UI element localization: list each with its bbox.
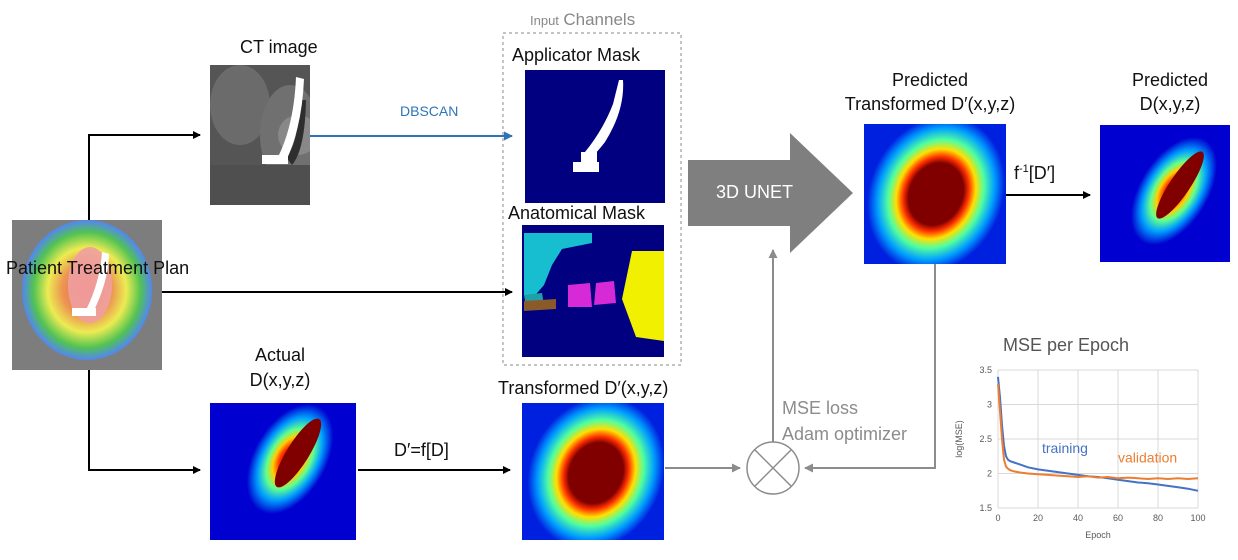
chart-title: MSE per Epoch	[1003, 335, 1130, 355]
applicator-mask-drawing	[573, 80, 624, 172]
anatomical-mask	[522, 225, 664, 357]
y-tick-label: 3	[987, 400, 992, 410]
ct-image-drawing	[210, 65, 310, 205]
series-line-training	[997, 376, 1199, 492]
inverse-arg: [D′]	[1028, 163, 1056, 183]
transformed-label: Transformed D′(x,y,z)	[498, 378, 669, 398]
prediction-to-loss-arrow	[804, 264, 936, 473]
actual-label-line2: D(x,y,z)	[249, 370, 311, 390]
dbscan-label: DBSCAN	[400, 103, 459, 119]
ct-image	[210, 65, 310, 205]
patient-plan-label: Patient Treatment Plan	[6, 258, 190, 278]
transformed-dose-drawing	[522, 403, 664, 540]
x-tick-label: 100	[1190, 513, 1205, 523]
applicator-mask-label: Applicator Mask	[512, 45, 641, 65]
y-axis-label: log(MSE)	[954, 420, 964, 458]
patient-treatment-plan-image	[12, 220, 162, 370]
series-label-training: training	[1042, 440, 1088, 456]
applicator-mask	[525, 70, 665, 203]
inverse-transform-label: f-1[D′]	[1014, 163, 1055, 184]
y-tick-label: 3.5	[979, 365, 992, 375]
predicted-line1: Predicted	[1131, 70, 1209, 90]
actual-dose-map	[210, 403, 356, 540]
anatomical-mask-drawing	[524, 233, 664, 341]
input-channels-small: Input	[530, 13, 559, 28]
predicted-dose-map	[1100, 125, 1230, 262]
input-channels-title: Input Channels	[530, 10, 635, 30]
x-tick-label: 40	[1073, 513, 1083, 523]
unet-label: 3D UNET	[716, 182, 794, 202]
unet-block-arrow	[688, 133, 853, 253]
x-tick-label: 20	[1033, 513, 1043, 523]
y-tick-label: 2	[987, 469, 992, 479]
x-tick-label: 60	[1113, 513, 1123, 523]
patient-plan-drawing	[12, 220, 162, 370]
x-axis-label: Epoch	[1085, 530, 1111, 540]
predicted-transformed-line2: Transformed D′(x,y,z)	[844, 94, 1016, 114]
plan-to-ct-arrow	[88, 131, 201, 220]
transformed-dose-map	[522, 403, 664, 540]
loss-node	[746, 441, 800, 495]
x-tick-label: 0	[995, 513, 1000, 523]
series-label-validation: validation	[1118, 449, 1177, 465]
adam-optimizer-label: Adam optimizer	[782, 424, 908, 444]
predicted-dose-drawing	[1100, 125, 1230, 262]
predicted-transformed-drawing	[864, 124, 1006, 264]
plan-to-actual-arrow	[88, 370, 201, 474]
y-tick-label: 2.5	[979, 434, 992, 444]
transform-function-label: D′=f[D]	[394, 440, 449, 460]
input-channels-frame	[502, 32, 682, 366]
anatomical-mask-label: Anatomical Mask	[508, 203, 646, 223]
ct-image-label: CT image	[240, 37, 318, 57]
x-tick-label: 80	[1153, 513, 1163, 523]
predicted-line2: D(x,y,z)	[1139, 94, 1201, 114]
y-tick-label: 1.5	[979, 503, 992, 513]
predicted-transformed-map	[864, 124, 1006, 264]
series-line-validation	[997, 383, 1199, 481]
inverse-f: f	[1014, 163, 1020, 183]
mse-loss-label: MSE loss	[782, 398, 859, 418]
input-channels-big: Channels	[563, 10, 636, 29]
inverse-sup: -1	[1019, 163, 1029, 175]
predicted-transformed-line1: Predicted	[891, 70, 969, 90]
actual-label-line1: Actual	[254, 345, 306, 365]
actual-dose-drawing	[210, 403, 356, 540]
